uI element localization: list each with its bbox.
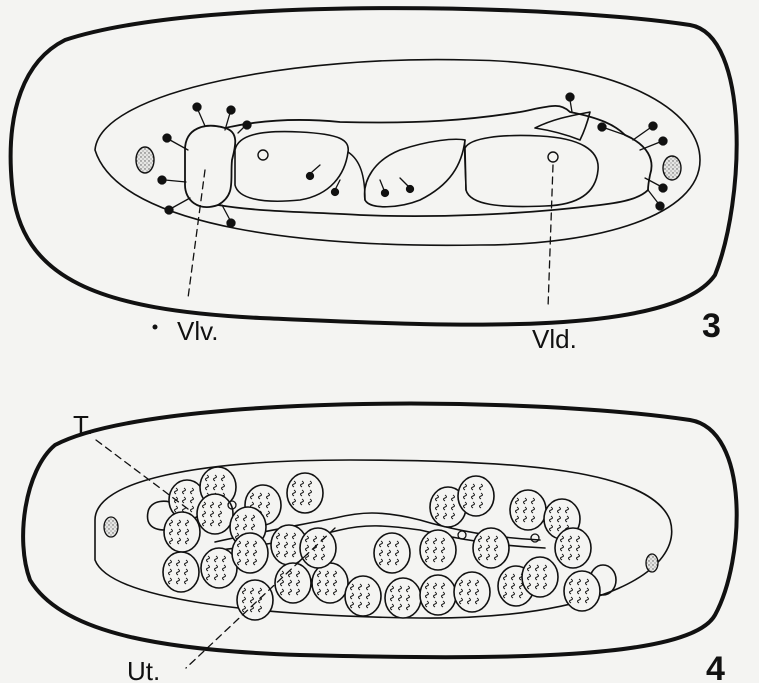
testis-follicle — [287, 473, 323, 513]
fig4-testes — [163, 467, 600, 620]
testis-follicle — [163, 552, 199, 592]
small-vesicle — [531, 534, 539, 542]
fig3-number: 3 — [702, 307, 721, 345]
testis-follicle — [312, 563, 348, 603]
fig3-label-vld: Vld. — [532, 324, 577, 354]
testis-follicle — [237, 580, 273, 620]
fig3-left-spot — [136, 147, 154, 173]
fig3-posterior-bulb — [625, 135, 652, 190]
fig4-left-spot — [104, 517, 118, 537]
figure-4: T. Ut. 4 — [23, 404, 737, 683]
fig3-divider-a — [348, 152, 365, 200]
testis-follicle — [197, 494, 233, 534]
fig3-ventral-vesicle — [185, 126, 235, 207]
fig4-right-spot — [646, 554, 658, 572]
fig3-label-vlv: Vlv. — [177, 316, 218, 346]
fig3-lobe-3 — [465, 136, 598, 207]
fig3-upper-canal — [225, 106, 625, 135]
fig4-number: 4 — [706, 650, 725, 683]
testis-follicle — [374, 533, 410, 573]
testis-follicle — [232, 533, 268, 573]
fig3-lower-canal — [218, 190, 648, 216]
testis-follicle — [164, 512, 200, 552]
fig3-outer-body — [11, 8, 737, 325]
testis-follicle — [522, 557, 558, 597]
testis-follicle — [345, 576, 381, 616]
fig3-stray-dot — [153, 325, 158, 330]
fig4-label-t: T. — [73, 410, 93, 440]
testis-follicle — [555, 528, 591, 568]
fig3-pore-dorsal — [548, 152, 558, 162]
testis-follicle — [510, 490, 546, 530]
fig4-outer-body — [23, 404, 737, 658]
fig3-leader-vlv — [188, 170, 205, 298]
testis-follicle — [385, 578, 421, 618]
testis-follicle — [275, 563, 311, 603]
testis-follicle — [300, 528, 336, 568]
fig4-label-ut: Ut. — [127, 656, 160, 683]
testis-follicle — [473, 528, 509, 568]
testis-follicle — [564, 571, 600, 611]
testis-follicle — [420, 575, 456, 615]
small-vesicle — [458, 531, 466, 539]
fig3-pore-1 — [258, 150, 268, 160]
fig3-right-spot — [663, 156, 681, 180]
fig3-lobe-2 — [365, 139, 465, 206]
testis-follicle — [458, 476, 494, 516]
fig4-leader-t — [96, 440, 192, 512]
figure-3: Vlv. Vld. 3 — [11, 8, 737, 354]
testis-follicle — [454, 572, 490, 612]
fig3-leader-vld — [548, 165, 553, 308]
testis-follicle — [420, 530, 456, 570]
